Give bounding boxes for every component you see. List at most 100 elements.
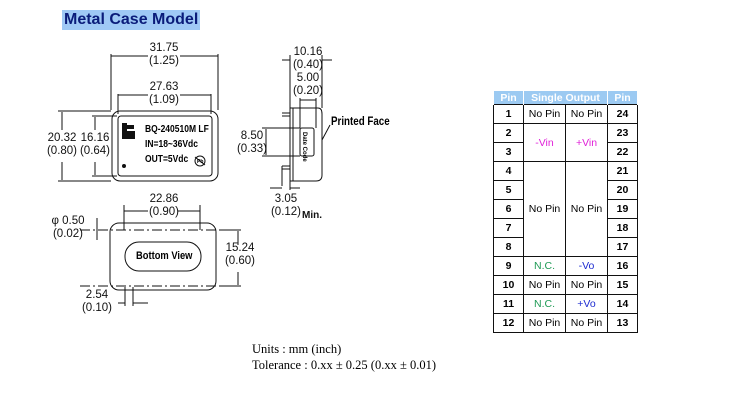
pin-number: 19 [607,199,638,219]
pin-number: 5 [493,180,524,200]
dim-length-outer: 31.75 (1.25) [146,42,182,68]
pin-number: 18 [607,218,638,238]
pin-number: 4 [493,161,524,181]
bottom-view-outline [80,205,241,306]
bottom-view-label: Bottom View [136,250,193,262]
pin-number: 21 [607,161,638,181]
page-title: Metal Case Model [62,10,201,30]
dim-value-inch: (0.40) [292,59,324,71]
dim-value: 2.54 [85,289,109,301]
pin-function: -Vin [523,123,566,162]
pin-number: 3 [493,142,524,162]
dim-value: 15.24 [225,242,255,254]
table-row: 12 No Pin No Pin 13 [493,313,638,333]
dim-value: 5.00 [296,72,320,84]
dim-value-inch: (0.20) [292,85,324,97]
pin-number: 15 [607,275,638,295]
pin-number: 2 [493,123,524,143]
table-row: 1 No Pin No Pin 24 [493,104,638,124]
pin-number: 7 [493,218,524,238]
dim-label-height: 8.50 (0.33) [236,130,268,156]
pin-function: No Pin [523,313,566,333]
dim-pin-length: 3.05 (0.12) [268,193,304,219]
dim-value-inch: (0.90) [148,206,180,218]
dim-value: 31.75 [149,42,179,54]
table-row: 4 No Pin No Pin 21 [493,161,638,257]
dim-value: 8.50 [240,130,264,142]
pin-number: 20 [607,180,638,200]
pin-number: 13 [607,313,638,333]
dim-value-inch: (1.25) [148,55,180,67]
dim-value: 16.16 [80,132,110,144]
pin-function: +Vo [565,294,608,314]
dim-value: φ 0.50 [51,215,85,227]
brand-logo-icon [122,123,135,139]
pin-table: Pin Single Output Pin 1 No Pin No Pin 24… [493,91,638,333]
pb-free-icon [194,155,206,167]
table-row: 9 N.C. -Vo 16 [493,256,638,276]
pin-function: No Pin [565,161,608,257]
dim-pin-length-suffix: Min. [302,210,322,221]
header-pin-right: Pin [607,91,638,105]
pin-function: No Pin [565,275,608,295]
dim-value: 20.32 [47,132,77,144]
dim-value: 27.63 [149,81,179,93]
dim-value: 10.16 [293,46,323,58]
pin-function: +Vin [565,123,608,162]
side-view-outline [262,55,332,190]
pin-function: -Vo [565,256,608,276]
dim-value-inch: (0.64) [79,145,111,157]
pin-number: 11 [493,294,524,314]
pin-number: 9 [493,256,524,276]
tolerance-note: Tolerance : 0.xx ± 0.25 (0.xx ± 0.01) [252,358,436,372]
pin-function: No Pin [523,161,566,257]
pin-number: 16 [607,256,638,276]
dim-value: 3.05 [274,193,298,205]
pin-function: No Pin [565,104,608,124]
table-row: 10 No Pin No Pin 15 [493,275,638,295]
dim-value: 22.86 [149,193,179,205]
pin-table-header: Pin Single Output Pin [493,91,638,105]
pb-text: Pb [197,159,203,165]
pin-number: 23 [607,123,638,143]
pin-number: 12 [493,313,524,333]
dim-value-inch: (0.10) [81,302,113,314]
dim-pin-row-span: 22.86 (0.90) [146,193,182,219]
header-pin-left: Pin [493,91,524,105]
pin-number: 6 [493,199,524,219]
pin-function: No Pin [523,104,566,124]
table-row: 2 -Vin +Vin 23 [493,123,638,162]
notes: Units : mm (inch) Tolerance : 0.xx ± 0.2… [252,341,436,373]
pin-number: 24 [607,104,638,124]
label-input: IN=18~36Vdc [145,139,198,150]
pin-number: 22 [607,142,638,162]
dim-value-inch: (0.33) [236,143,268,155]
date-code-text: Date Code [301,132,307,162]
header-single-output: Single Output [523,91,608,105]
units-note: Units : mm (inch) [252,342,342,356]
dim-height-inner: 16.16 (0.64) [78,132,112,158]
dim-value-inch: (0.80) [46,145,78,157]
pin1-dot-icon [122,164,126,168]
dim-value-inch: (0.60) [224,255,256,267]
pin-function: N.C. [523,256,566,276]
pin-number: 10 [493,275,524,295]
dim-face-depth: 5.00 (0.20) [290,72,326,98]
dim-pin-pitch: 2.54 (0.10) [80,289,114,315]
table-row: 11 N.C. +Vo 14 [493,294,638,314]
dim-length-inner: 27.63 (1.09) [146,81,182,107]
pin-function: No Pin [523,275,566,295]
dim-value-inch: (0.02) [52,228,84,240]
pin-number: 8 [493,237,524,257]
dim-pin-diameter: φ 0.50 (0.02) [48,215,88,241]
pin-number: 17 [607,237,638,257]
label-model: BQ-240510M LF [145,124,209,135]
pin-function: N.C. [523,294,566,314]
dim-value-inch: (1.09) [148,94,180,106]
pin-function: No Pin [565,313,608,333]
dim-row-spacing: 15.24 (0.60) [222,242,258,268]
pin-number: 14 [607,294,638,314]
table-row: 8 17 [493,237,638,257]
dim-height-outer: 20.32 (0.80) [44,132,80,158]
